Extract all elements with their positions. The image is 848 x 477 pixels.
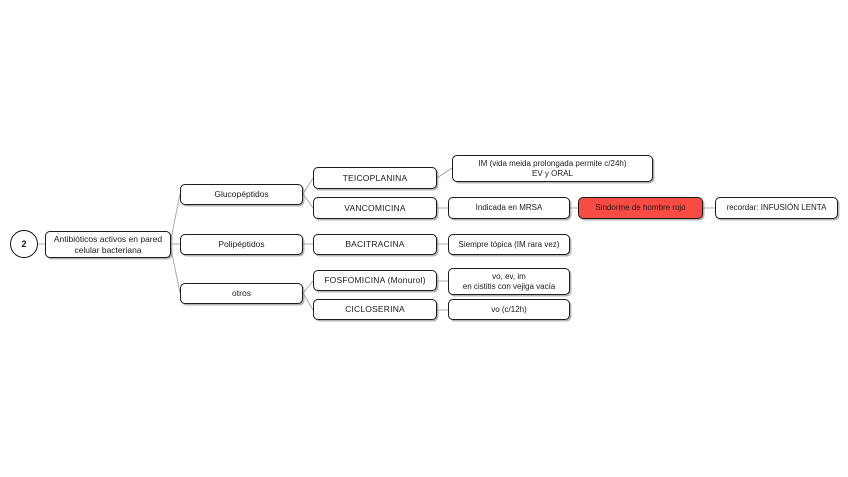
category-label: Polipéptidos: [218, 239, 265, 250]
edge-otros-cicloserina: [302, 292, 314, 311]
drug-label: BACITRACINA: [345, 239, 405, 250]
detail-node-cicloserina[interactable]: vo (c/12h): [448, 299, 570, 320]
detail-label: Siempre tópica (IM rara vez): [458, 239, 560, 249]
edge-glucopeptidos-vancomicina: [302, 193, 314, 209]
warning-label: Sindorme de hombre rojo: [595, 203, 686, 213]
detail-label: vo, ev, im en cistitis con vejiga vacía: [462, 271, 556, 291]
detail-label: vo (c/12h): [491, 304, 527, 314]
edge-root-otros: [169, 243, 181, 294]
category-label: otros: [232, 288, 251, 299]
category-label: Glucopéptidos: [214, 189, 269, 200]
drug-node-vancomicina[interactable]: VANCOMICINA: [313, 197, 437, 219]
detail-node-teicoplanina[interactable]: IM (vida meida prolongada permite c/24h)…: [452, 155, 653, 182]
category-node-polipeptidos[interactable]: Polipéptidos: [180, 234, 303, 255]
detail-node-fosfomicina[interactable]: vo, ev, im en cistitis con vejiga vacía: [448, 268, 570, 295]
drug-node-fosfomicina[interactable]: FOSFOMICINA (Monurol): [313, 270, 437, 291]
detail-label: Indicada en MRSA: [475, 203, 543, 213]
category-node-glucopeptidos[interactable]: Glucopéptidos: [180, 184, 303, 205]
edge-glucopeptidos-teicoplanina: [302, 177, 314, 195]
root-node[interactable]: Antibióticos activos en pared celular ba…: [45, 231, 171, 258]
drug-label: CICLOSERINA: [345, 304, 405, 315]
edge-teicoplanina-detail: [436, 167, 453, 179]
detail-node-vancomicina[interactable]: Indicada en MRSA: [448, 197, 570, 219]
drug-node-cicloserina[interactable]: CICLOSERINA: [313, 299, 437, 320]
drug-node-bacitracina[interactable]: BACITRACINA: [313, 234, 437, 255]
drug-label: FOSFOMICINA (Monurol): [324, 275, 426, 286]
detail-label: IM (vida meida prolongada permite c/24h)…: [478, 158, 627, 178]
drug-label: VANCOMICINA: [344, 202, 406, 213]
root-node-label: Antibióticos activos en pared celular ba…: [53, 234, 163, 255]
detail-node-bacitracina[interactable]: Siempre tópica (IM rara vez): [448, 234, 570, 255]
reminder-label: recordar: INFUSIÓN LENTA: [726, 203, 827, 213]
edge-otros-fosfomicina: [302, 280, 314, 294]
drug-node-teicoplanina[interactable]: TEICOPLANINA: [313, 167, 437, 189]
edge-root-glucopeptidos: [169, 193, 181, 245]
category-node-otros[interactable]: otros: [180, 283, 303, 304]
reminder-node-infusion-lenta[interactable]: recordar: INFUSIÓN LENTA: [715, 197, 838, 219]
chapter-badge: 2: [10, 230, 38, 258]
drug-label: TEICOPLANINA: [342, 172, 408, 183]
warning-node-sindrome-hombre-rojo[interactable]: Sindorme de hombre rojo: [578, 197, 703, 219]
